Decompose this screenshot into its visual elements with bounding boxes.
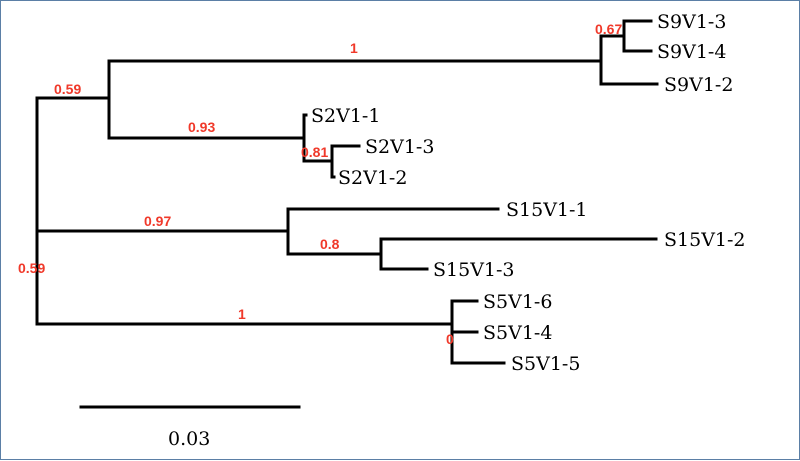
- support-s5-clade: 1: [238, 306, 246, 322]
- support-s15v1-2-3: 0.8: [320, 236, 340, 252]
- leaf-label-s5v1-5: S5V1-5: [511, 353, 580, 375]
- leaf-label-s9v1-4: S9V1-4: [657, 41, 726, 63]
- support-s9-s2-clade: 0.59: [54, 81, 81, 97]
- support-s15-clade: 0.97: [144, 213, 171, 229]
- scale-bar-label: 0.03: [168, 428, 210, 450]
- leaf-label-s15v1-2: S15V1-2: [664, 229, 746, 251]
- leaf-label-s15v1-3: S15V1-3: [433, 259, 515, 281]
- leaf-label-s9v1-3: S9V1-3: [657, 11, 726, 33]
- leaf-label-s9v1-2: S9V1-2: [664, 74, 733, 96]
- support-s9-clade: 1: [350, 40, 358, 56]
- leaf-label-s2v1-3: S2V1-3: [365, 136, 434, 158]
- leaf-label-s15v1-1: S15V1-1: [506, 199, 588, 221]
- support-s5v1-4-5: 0: [446, 331, 454, 347]
- leaf-label-s2v1-1: S2V1-1: [311, 105, 380, 127]
- leaf-label-s5v1-6: S5V1-6: [483, 291, 552, 313]
- support-s9v1-3-4: 0.67: [595, 21, 622, 37]
- support-s2-clade: 0.93: [188, 119, 215, 135]
- support-s2v1-3-2: 0.81: [301, 144, 328, 160]
- leaf-label-s2v1-2: S2V1-2: [338, 167, 407, 189]
- support-root: 0.59: [18, 260, 45, 276]
- leaf-label-s5v1-4: S5V1-4: [483, 322, 552, 344]
